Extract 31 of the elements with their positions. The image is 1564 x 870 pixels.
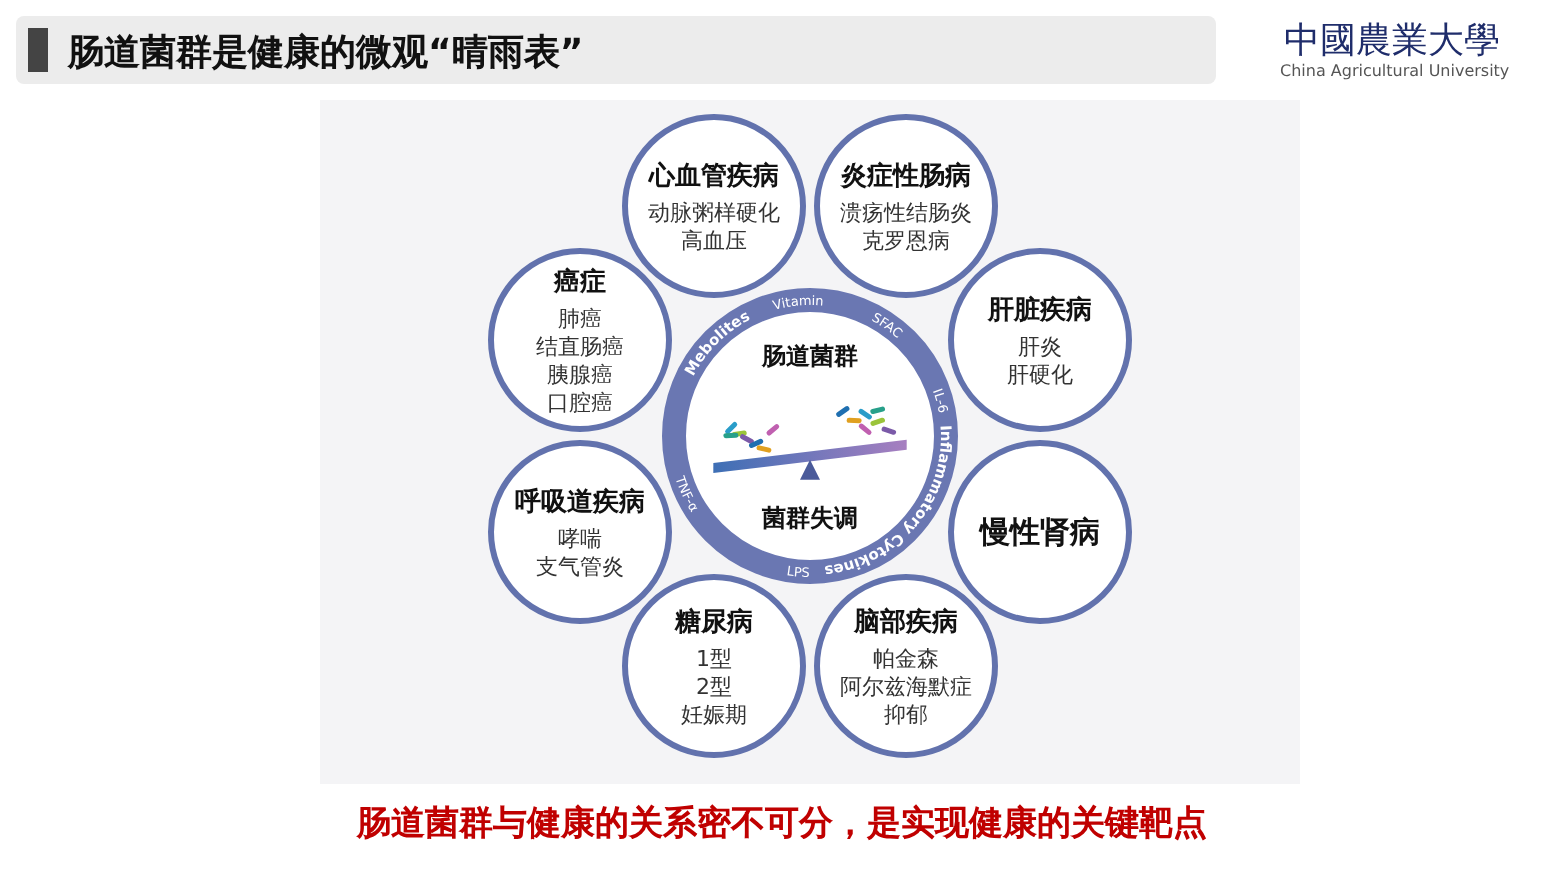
university-name-english: China Agricultural University bbox=[1280, 62, 1510, 80]
disease-name: 慢性肾病 bbox=[980, 513, 1100, 551]
condition-text: 肝炎 bbox=[1018, 333, 1062, 361]
condition-text: 胰腺癌 bbox=[547, 361, 613, 389]
condition-text: 动脉粥样硬化 bbox=[648, 199, 780, 227]
disease-name: 心血管疾病 bbox=[649, 159, 779, 193]
disease-name: 呼吸道疾病 bbox=[515, 485, 645, 519]
slide-title: 肠道菌群是健康的微观“晴雨表” bbox=[68, 30, 584, 76]
condition-text: 口腔癌 bbox=[547, 389, 613, 417]
condition-text: 抑郁 bbox=[884, 701, 928, 729]
disease-name: 脑部疾病 bbox=[854, 605, 958, 639]
disease-name: 炎症性肠病 bbox=[841, 159, 971, 193]
condition-text: 帕金森 bbox=[873, 645, 939, 673]
condition-text: 哮喘 bbox=[558, 525, 602, 553]
condition-text: 溃疡性结肠炎 bbox=[840, 199, 972, 227]
condition-text: 高血压 bbox=[681, 227, 747, 255]
university-name: 中國農業大學 bbox=[1284, 18, 1500, 63]
condition-text: 克罗恩病 bbox=[862, 227, 950, 255]
condition-text: 妊娠期 bbox=[681, 701, 747, 729]
condition-text: 肺癌 bbox=[558, 305, 602, 333]
disease-name: 糖尿病 bbox=[675, 605, 753, 639]
microbiota-label: 肠道菌群 bbox=[762, 340, 858, 374]
caption-text: 肠道菌群与健康的关系密不可分，是实现健康的关键靶点 bbox=[354, 802, 1209, 846]
condition-text: 肝硬化 bbox=[1007, 361, 1073, 389]
disease-name: 癌症 bbox=[554, 265, 606, 299]
condition-text: 2型 bbox=[696, 673, 732, 701]
condition-text: 1型 bbox=[696, 645, 732, 673]
condition-text: 支气管炎 bbox=[536, 553, 624, 581]
disease-name: 肝脏疾病 bbox=[988, 293, 1092, 327]
condition-text: 阿尔兹海默症 bbox=[840, 673, 972, 701]
condition-text: 结直肠癌 bbox=[536, 333, 624, 361]
